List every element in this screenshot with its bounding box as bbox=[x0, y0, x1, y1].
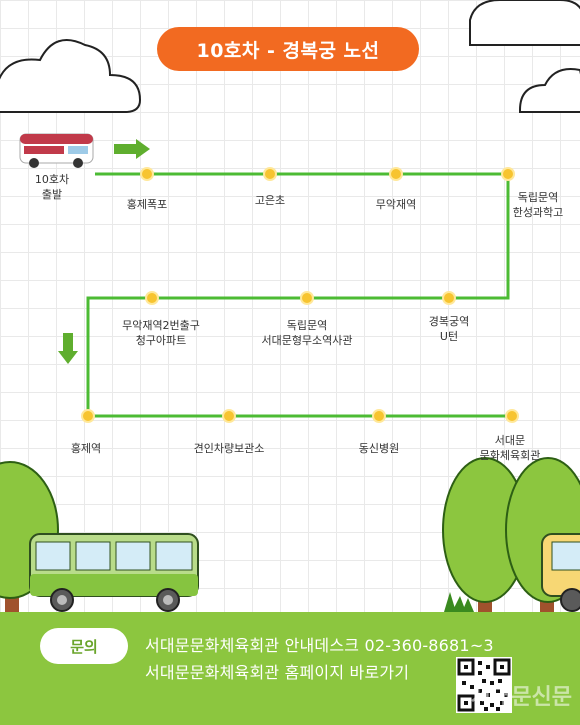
stop-label: 고은초 bbox=[254, 194, 286, 207]
stop-dot bbox=[501, 167, 515, 181]
stop-dot bbox=[300, 291, 314, 305]
arrow-right-icon bbox=[114, 139, 150, 159]
arrow-down-icon bbox=[58, 333, 78, 364]
stop-label: 서대문 문화체육회관 bbox=[479, 434, 541, 462]
stop-label: 독립문역 서대문형무소역사관 bbox=[261, 319, 353, 347]
homepage-link[interactable]: 서대문문화체육회관 홈페이지 바로가기 bbox=[145, 663, 410, 682]
stop-dot bbox=[505, 409, 519, 423]
grass-icon bbox=[444, 592, 474, 612]
stop-dot bbox=[222, 409, 236, 423]
stop-dot bbox=[389, 167, 403, 181]
stop-dot bbox=[372, 409, 386, 423]
page-title: 10호차 - 경복궁 노선 bbox=[157, 27, 419, 71]
info-desk-phone: 서대문문화체육회관 안내데스크 02-360-8681~3 bbox=[145, 636, 494, 655]
inquiry-badge: 문의 bbox=[40, 628, 128, 664]
stop-label: 무악재역2번출구 청구아파트 bbox=[122, 319, 200, 347]
stop-label: 무악재역 bbox=[375, 198, 417, 211]
stop-label: 견인차량보관소 bbox=[193, 442, 265, 455]
stop-label: 홍제역 bbox=[70, 442, 102, 455]
qr-code-icon[interactable] bbox=[456, 657, 512, 713]
start-label: 10호차 출발 bbox=[34, 173, 70, 201]
stop-label: 독립문역 한성과학고 bbox=[512, 191, 564, 219]
start-bus-icon bbox=[19, 133, 94, 168]
stop-label: 홍제폭포 bbox=[126, 198, 168, 211]
stop-dot bbox=[81, 409, 95, 423]
cloud-icon bbox=[0, 39, 142, 113]
watermark: 서대문신문 bbox=[470, 685, 572, 710]
stop-dot bbox=[145, 291, 159, 305]
stop-dot bbox=[140, 167, 154, 181]
stop-dot bbox=[263, 167, 277, 181]
yellow-bus-icon bbox=[541, 533, 580, 612]
cloud-icon bbox=[469, 0, 580, 46]
route-line bbox=[86, 172, 512, 418]
stop-label: 경복궁역 U턴 bbox=[428, 315, 470, 343]
cloud-icon bbox=[519, 68, 580, 113]
stop-label: 동신병원 bbox=[358, 442, 400, 455]
stop-dot bbox=[442, 291, 456, 305]
green-bus-icon bbox=[29, 533, 199, 612]
